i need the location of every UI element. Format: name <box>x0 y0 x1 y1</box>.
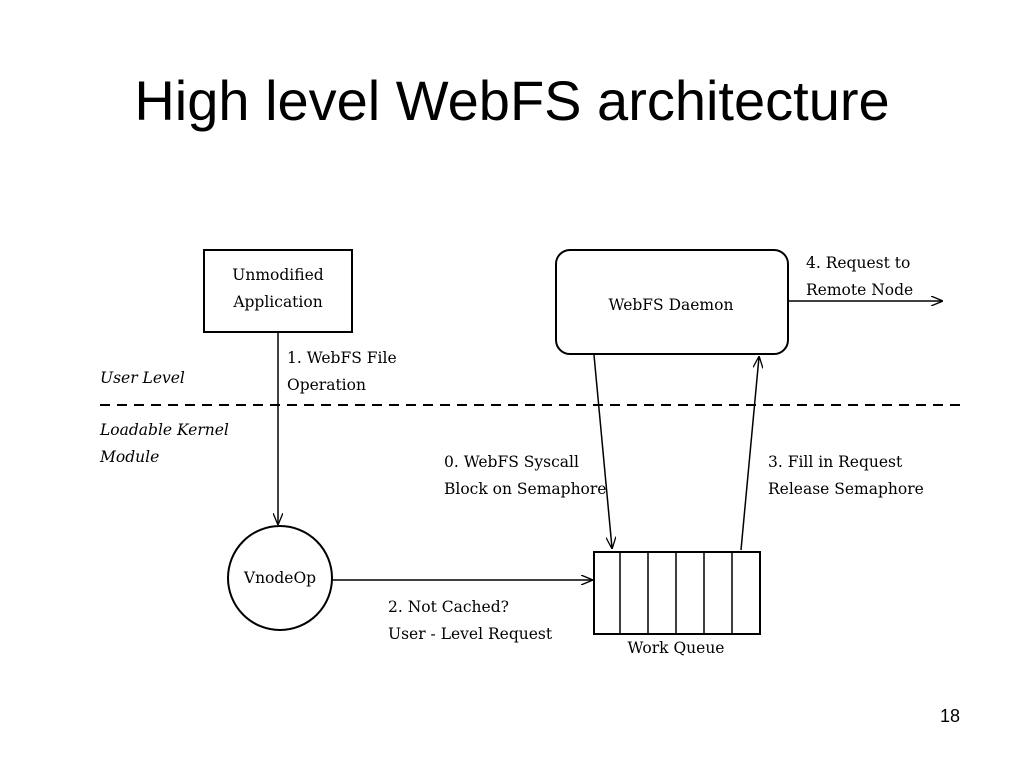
vnodeop-label: VnodeOp <box>243 569 316 587</box>
application-label-line1: Unmodified <box>232 266 323 284</box>
edge-step2-label-line1: 2. Not Cached? <box>388 598 509 616</box>
user-level-label: User Level <box>100 369 185 387</box>
edge-step0-label-line1: 0. WebFS Syscall <box>444 453 579 471</box>
edge-step3-arrow <box>740 357 759 551</box>
edge-step4-label-line1: 4. Request to <box>806 254 910 272</box>
edge-step0-label-line2: Block on Semaphore <box>444 480 606 498</box>
edge-step2-label-line2: User - Level Request <box>388 625 553 643</box>
edge-step0-arrow <box>593 354 612 548</box>
edge-step1-label-line1: 1. WebFS File <box>287 349 397 367</box>
daemon-label: WebFS Daemon <box>609 296 734 314</box>
kernel-module-label-line1: Loadable Kernel <box>99 421 229 439</box>
work-queue-label: Work Queue <box>628 639 725 657</box>
application-node: Unmodified Application <box>203 249 353 333</box>
page-number: 18 <box>939 706 961 726</box>
application-label-line2: Application <box>232 293 322 311</box>
daemon-node: WebFS Daemon <box>555 249 789 355</box>
work-queue-node: Work Queue <box>593 551 761 657</box>
edge-step4-label-line2: Remote Node <box>806 281 913 299</box>
edge-step3-label-line1: 3. Fill in Request <box>768 453 903 471</box>
vnodeop-node: VnodeOp <box>227 525 333 631</box>
edge-step1-label-line2: Operation <box>287 376 366 394</box>
kernel-module-label-line2: Module <box>99 448 159 466</box>
slide-title: High level WebFS architecture <box>134 69 890 132</box>
edge-step3-label-line2: Release Semaphore <box>768 480 924 498</box>
work-queue-slots <box>619 552 733 634</box>
